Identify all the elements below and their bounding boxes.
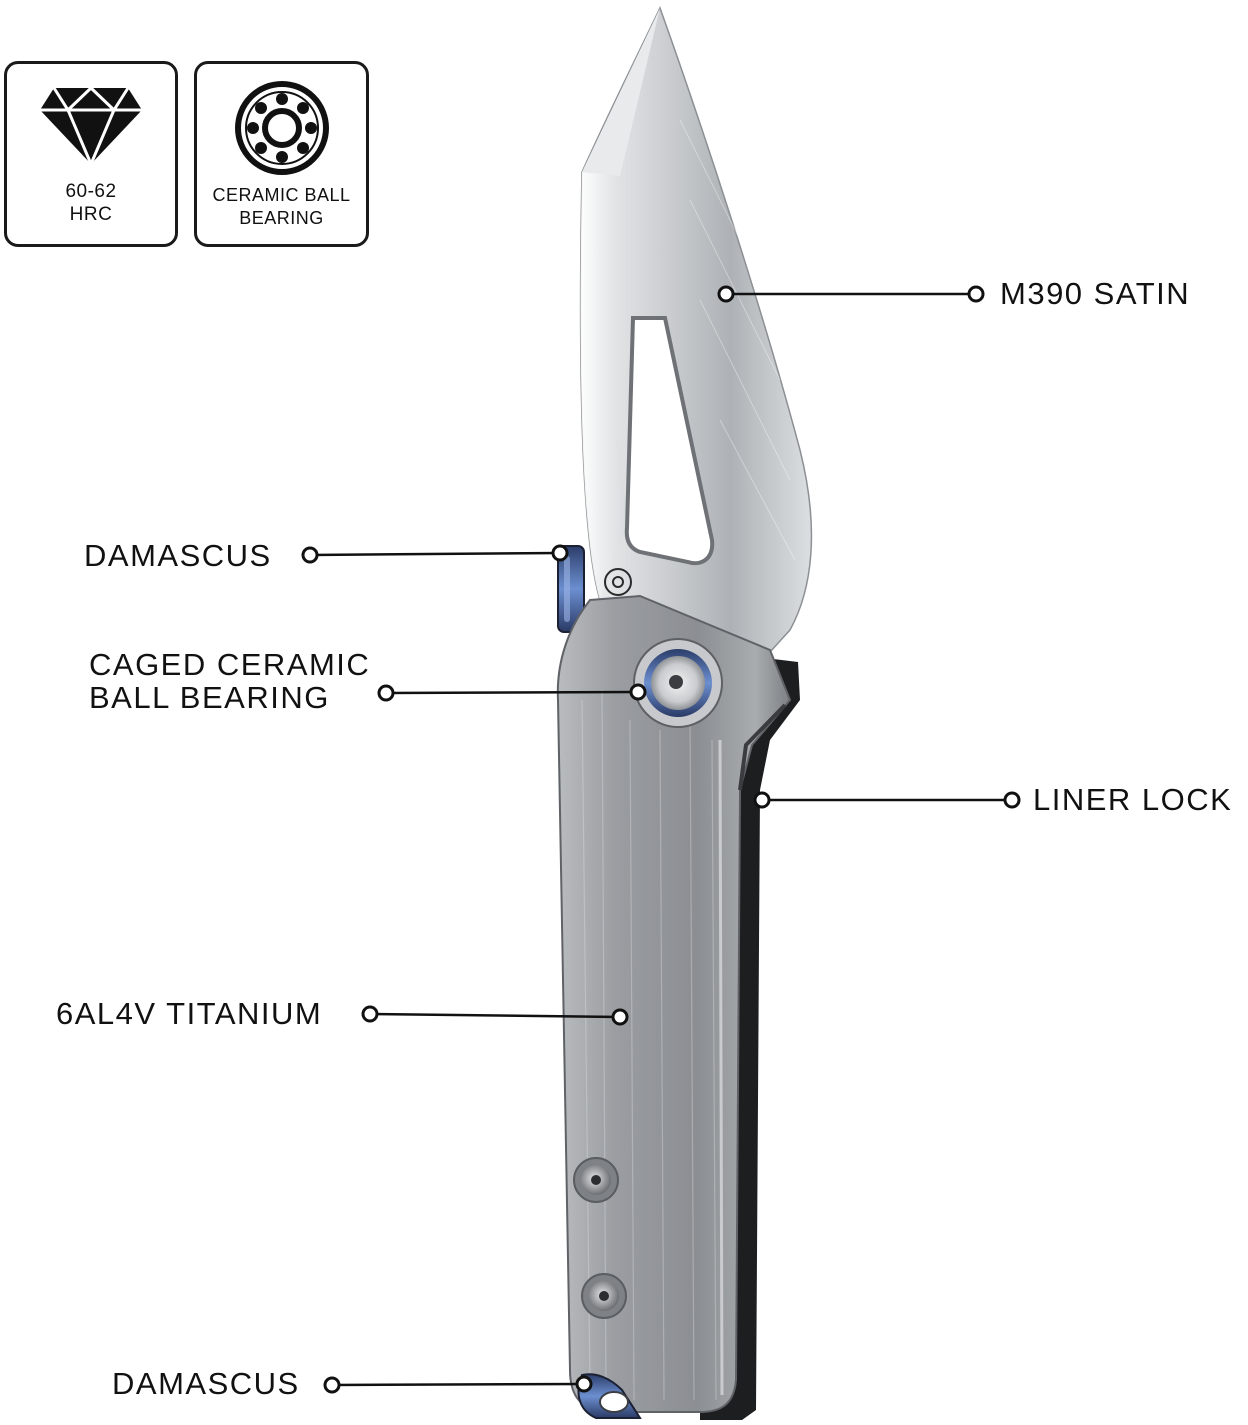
callout-thumb-stud: DAMASCUS	[84, 538, 272, 573]
blade-cutout	[624, 316, 715, 566]
callout-lock: LINER LOCK	[1033, 782, 1233, 817]
bearing-line-1: CERAMIC BALL	[212, 185, 351, 205]
callout-pivot: CAGED CERAMIC BALL BEARING	[89, 648, 370, 714]
blade-tip-bevel	[582, 8, 660, 176]
handle-edge-bevel	[718, 739, 724, 1396]
maker-logo-icon	[604, 568, 632, 596]
callout-lanyard: DAMASCUS	[112, 1366, 300, 1401]
hrc-badge: 60-62 HRC	[4, 61, 178, 247]
hrc-badge-text: 60-62 HRC	[7, 180, 175, 226]
hrc-value: 60-62	[65, 181, 117, 202]
diamond-icon	[7, 78, 175, 175]
blade-edge-bevel	[580, 172, 628, 600]
callout-handle-material: 6AL4V TITANIUM	[56, 996, 323, 1031]
hrc-unit: HRC	[69, 204, 113, 225]
bearing-badge-text: CERAMIC BALL BEARING	[197, 184, 366, 230]
callout-pivot-line-1: CAGED CERAMIC	[89, 647, 371, 682]
ball-bearing-icon	[197, 78, 366, 183]
callout-pivot-line-2: BALL BEARING	[89, 680, 330, 715]
bearing-line-2: BEARING	[239, 208, 324, 228]
ceramic-bearing-badge: CERAMIC BALL BEARING	[194, 61, 369, 247]
callout-blade-steel: M390 SATIN	[1000, 276, 1191, 311]
